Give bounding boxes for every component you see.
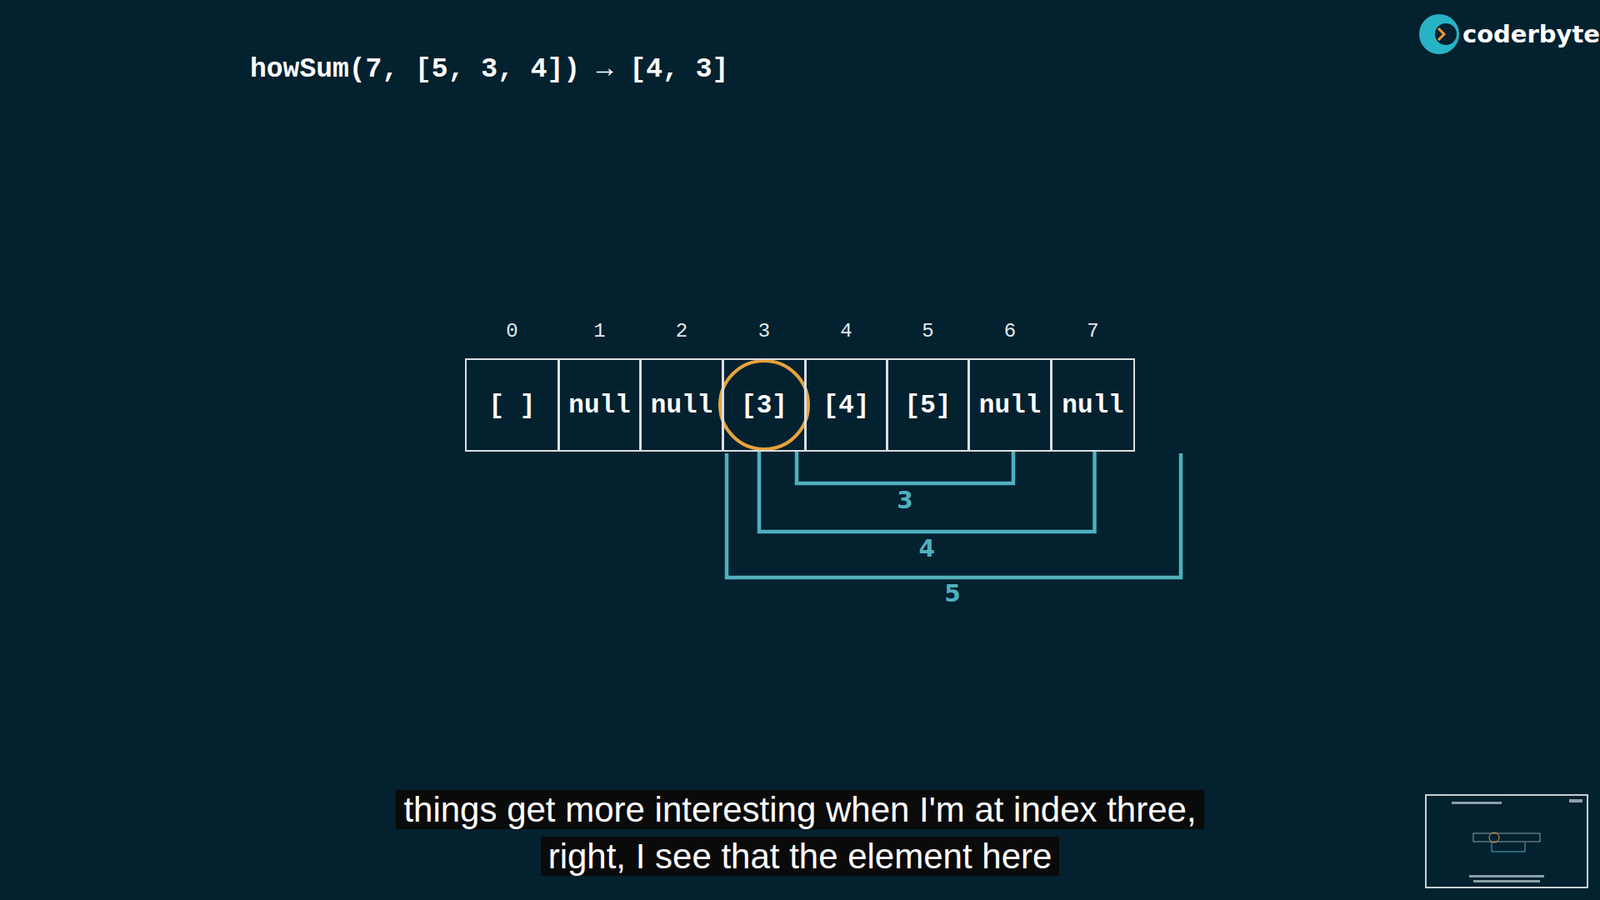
logo-icon	[1419, 14, 1460, 55]
cell-value: [3]	[740, 390, 788, 420]
caption-area: things get more interesting when I'm at …	[379, 786, 1221, 880]
cell-value: null	[568, 390, 630, 420]
index-number: 4	[806, 320, 886, 343]
cell-value: null	[979, 390, 1041, 420]
index-number: 0	[466, 320, 558, 343]
bracket-label: 5	[940, 581, 964, 607]
array-cell: 2null	[640, 358, 724, 452]
index-number: 5	[888, 320, 968, 343]
cell-value: null	[650, 390, 713, 420]
array-cell: 0[ ]	[465, 358, 560, 452]
array-cell: 5[5]	[886, 358, 970, 452]
array-cell: 4[4]	[805, 358, 888, 452]
subtitle-caption: things get more interesting when I'm at …	[395, 790, 1204, 876]
video-thumbnail	[1425, 795, 1588, 888]
index-number: 1	[560, 320, 640, 343]
range-bracket	[796, 451, 1014, 484]
index-number: 3	[724, 320, 805, 343]
cell-value: [4]	[823, 390, 870, 420]
array-cell: 3[3]	[722, 358, 806, 452]
array-cell: 6null	[968, 358, 1052, 452]
highlight-circle	[720, 360, 809, 450]
cell-value: [ ]	[489, 390, 536, 420]
cell-value: null	[1061, 390, 1124, 420]
range-bracket	[759, 451, 1095, 532]
array-cell: 7null	[1050, 358, 1135, 452]
array-cell: 1null	[558, 358, 641, 452]
cell-value: [5]	[905, 390, 952, 420]
index-number: 6	[970, 320, 1050, 343]
bracket-label: 3	[893, 488, 916, 514]
index-number: 2	[641, 320, 722, 343]
logo-text: coderbyte	[1462, 20, 1600, 49]
title-text: howSum(7, [5, 3, 4]) → [4, 3]	[250, 54, 729, 85]
index-number: 7	[1052, 320, 1134, 343]
bracket-label: 4	[915, 536, 939, 562]
